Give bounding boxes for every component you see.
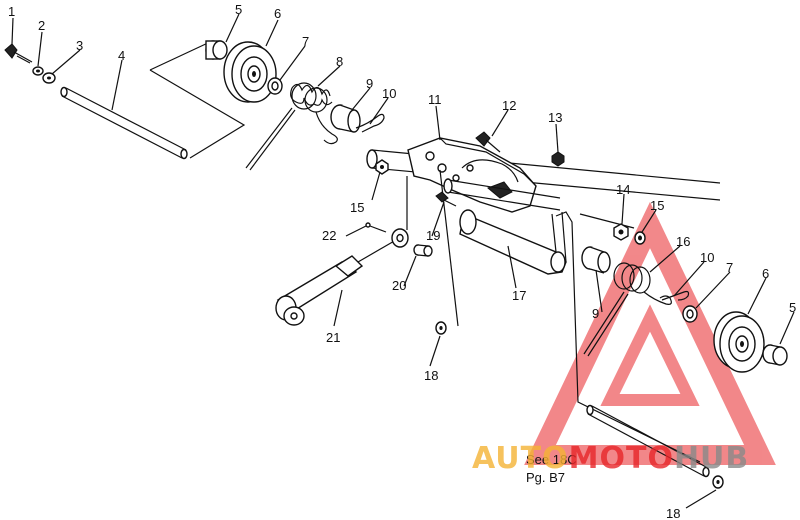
callout-4: 4	[118, 48, 125, 63]
callout-10-left: 10	[382, 86, 396, 101]
nut-13	[551, 151, 565, 167]
spring-8	[245, 82, 338, 171]
callout-12: 12	[502, 98, 516, 113]
shaft-4	[60, 86, 188, 160]
callout-17: 17	[512, 288, 526, 303]
watermark-text: AUTOMOTOHUB	[472, 441, 749, 476]
callout-9-right: 9	[592, 306, 599, 321]
bushing-5-right	[762, 344, 788, 366]
washer-2	[32, 66, 44, 76]
washer-7-left	[267, 77, 283, 95]
pin-22	[365, 222, 387, 233]
callout-5-left: 5	[235, 2, 242, 17]
washer-18-mid	[435, 321, 447, 335]
callout-3: 3	[76, 38, 83, 53]
callout-6-left: 6	[274, 6, 281, 21]
pin-10-right	[661, 290, 690, 301]
spring-16	[583, 262, 672, 357]
nut-14	[613, 223, 629, 241]
washer-18-bottom	[712, 475, 724, 489]
wheel-6-left	[223, 41, 277, 103]
bushing-5-left	[205, 40, 228, 60]
pin-10-left	[355, 113, 385, 133]
nut-15-right	[634, 231, 646, 245]
callout-19: 19	[426, 228, 440, 243]
callout-6-right: 6	[762, 266, 769, 281]
callout-18-bottom: 18	[666, 506, 680, 520]
shock-21	[275, 228, 409, 326]
callout-22: 22	[322, 228, 336, 243]
callout-1: 1	[8, 4, 15, 19]
reference-note: See 18C Pg. B7	[526, 452, 577, 485]
callout-16: 16	[676, 234, 690, 249]
note-line-1: See 18C	[526, 452, 577, 467]
callout-18-mid: 18	[424, 368, 438, 383]
bolt-12	[475, 131, 501, 153]
callout-21: 21	[326, 330, 340, 345]
spacer-20	[413, 244, 433, 257]
callout-8: 8	[336, 54, 343, 69]
callout-9-left: 9	[366, 76, 373, 91]
washer-3	[42, 72, 56, 84]
callout-15-left: 15	[350, 200, 364, 215]
callout-11: 11	[428, 92, 442, 107]
bushing-9-left	[330, 104, 361, 133]
callout-2: 2	[38, 18, 45, 33]
callout-10-right: 10	[700, 250, 714, 265]
watermark-part-2: MOTO	[569, 441, 674, 476]
callout-15-right: 15	[650, 198, 664, 213]
watermark-part-3: HUB	[674, 441, 749, 476]
callout-14: 14	[616, 182, 630, 197]
callout-labels: 1 2 3 4 5 6 7 8 9 10 11 12 13 14 15 15 1…	[8, 2, 796, 520]
svg-text:AUTOMOTOHUB: AUTOMOTOHUB	[472, 441, 749, 476]
callout-20: 20	[392, 278, 406, 293]
watermark-logo	[524, 201, 776, 465]
wheel-6-right	[713, 311, 765, 373]
bolt-1	[4, 43, 33, 64]
frame-11	[366, 137, 721, 213]
arm-17	[459, 209, 567, 275]
leader-lines	[11, 13, 795, 509]
callout-13: 13	[548, 110, 562, 125]
shaft-lower	[586, 404, 710, 478]
bushing-9-right	[581, 246, 611, 274]
watermark-part-1: AUTO	[472, 441, 569, 476]
callout-7-left: 7	[302, 34, 309, 49]
callout-5-right: 5	[789, 300, 796, 315]
note-line-2: Pg. B7	[526, 470, 565, 485]
nut-15-left	[375, 159, 389, 175]
washer-7-right	[682, 305, 698, 323]
callout-7-right: 7	[726, 260, 733, 275]
bolt-19	[435, 191, 457, 207]
